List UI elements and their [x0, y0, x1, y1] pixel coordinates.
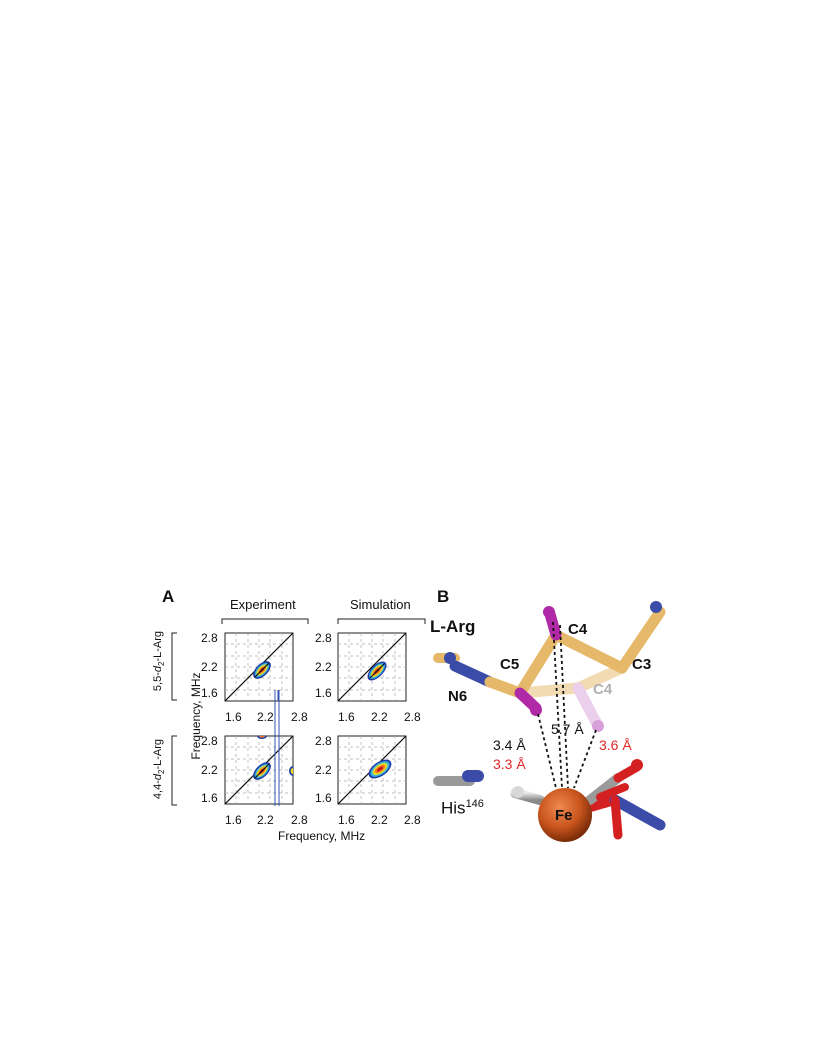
tick-x-2-2-bl: 2.2 — [257, 813, 274, 827]
tick-x-2-2-tr: 2.2 — [371, 710, 388, 724]
tick-x-1-6-bl: 1.6 — [225, 813, 242, 827]
fe-atom — [538, 788, 592, 842]
tick-x-2-8-tr: 2.8 — [404, 710, 421, 724]
tick-y-1-6-tr: 1.6 — [315, 686, 332, 700]
panel-a-letter: A — [162, 587, 175, 606]
faded-ring-bonds — [514, 662, 628, 730]
bracket-experiment — [221, 618, 309, 624]
label-c4-faded: C4 — [593, 681, 613, 698]
plot-experiment-5-5 — [224, 632, 294, 702]
deuterium-atom-c5 — [530, 704, 542, 716]
x-axis-title: Frequency, MHz — [278, 829, 366, 843]
his146-sticks — [432, 765, 484, 786]
plot-simulation-4-4 — [337, 735, 407, 805]
col-header-experiment: Experiment — [230, 597, 296, 612]
label-n6: N6 — [448, 688, 468, 705]
deuterium-atom-c4-top — [543, 606, 555, 618]
tick-y-2-8-bl: 2.8 — [201, 734, 218, 748]
tick-y-2-2-bl: 2.2 — [201, 763, 218, 777]
label-his146: His146 — [441, 798, 484, 818]
label-fe: Fe — [555, 807, 573, 824]
nitrogen-atom-top-right — [650, 601, 662, 613]
tick-y-2-2-tl: 2.2 — [201, 660, 218, 674]
tick-x-2-2-tl: 2.2 — [257, 710, 274, 724]
nitrogen-atom-left — [444, 652, 456, 664]
distance-label-5-7: 5.7 Å — [551, 721, 584, 737]
bracket-simulation — [337, 618, 426, 624]
tick-y-2-8-br: 2.8 — [315, 734, 332, 748]
tick-y-2-8-tl: 2.8 — [201, 631, 218, 645]
bracket-row-bottom — [171, 735, 177, 806]
tick-y-1-6-tl: 1.6 — [201, 686, 218, 700]
distance-label-3-4: 3.4 Å — [493, 737, 526, 753]
panel-b-letter: B — [437, 587, 450, 606]
tick-y-1-6-br: 1.6 — [315, 791, 332, 805]
distance-label-3-3: 3.3 Å — [493, 756, 526, 772]
tick-y-2-8-tr: 2.8 — [315, 631, 332, 645]
fe-ligand-sticks — [510, 762, 666, 840]
tick-x-1-6-br: 1.6 — [338, 813, 355, 827]
distance-lines — [537, 621, 597, 789]
tick-x-2-8-bl: 2.8 — [291, 813, 308, 827]
tick-x-1-6-tl: 1.6 — [225, 710, 242, 724]
tick-x-2-8-tl: 2.8 — [291, 710, 308, 724]
plot-simulation-5-5 — [337, 632, 407, 702]
col-header-simulation: Simulation — [350, 597, 411, 612]
distance-label-3-6: 3.6 Å — [599, 737, 632, 753]
label-c5: C5 — [500, 656, 520, 673]
label-c3: C3 — [632, 656, 652, 673]
oxygen-atom-top — [631, 759, 643, 771]
tick-x-2-2-br: 2.2 — [371, 813, 388, 827]
tick-y-2-2-tr: 2.2 — [315, 660, 332, 674]
label-c4-top: C4 — [568, 621, 588, 638]
label-l-arg: L-Arg — [430, 617, 476, 636]
deuterium-atom-c4-faded — [592, 720, 604, 732]
tick-y-2-2-br: 2.2 — [315, 763, 332, 777]
water-oxygen-atom — [512, 786, 524, 798]
tick-x-2-8-br: 2.8 — [404, 813, 421, 827]
tick-y-1-6-bl: 1.6 — [201, 791, 218, 805]
tick-x-1-6-tr: 1.6 — [338, 710, 355, 724]
plot-experiment-4-4 — [224, 735, 294, 805]
bracket-row-top — [171, 632, 177, 701]
